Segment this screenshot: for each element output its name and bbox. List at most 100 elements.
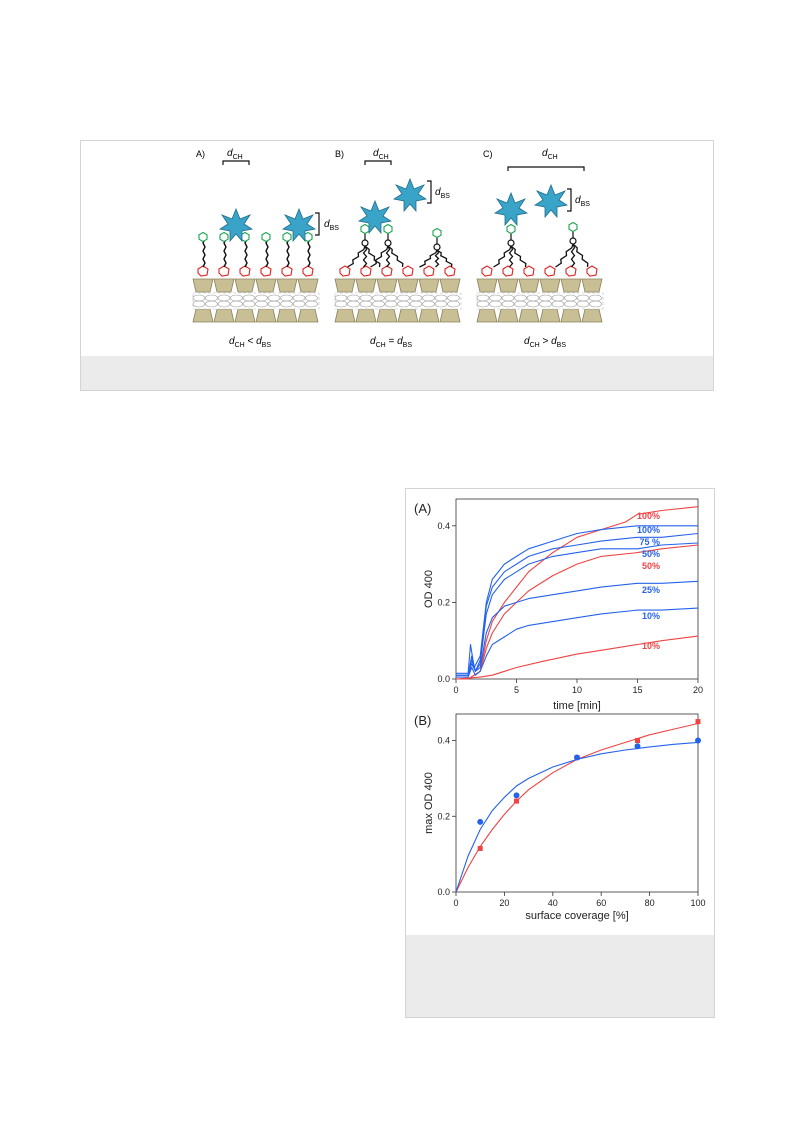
dendron-arm — [493, 245, 512, 268]
lipid-ring — [334, 300, 348, 308]
panel-c-letter: C) — [483, 149, 493, 159]
lipid-ring — [489, 300, 502, 308]
dendron-arm — [555, 243, 574, 268]
chart-a-xtick-label: 5 — [514, 685, 519, 695]
scheme-illustration — [192, 160, 604, 323]
panel-c-side-dimension: dBS — [575, 195, 590, 208]
chart-b-point-circle — [574, 754, 580, 761]
chart-a-xlabel: time [min] — [553, 700, 601, 712]
dendron-arm — [347, 245, 366, 268]
chart-a-series-label: 50% — [642, 561, 660, 571]
scheme-panel-b — [334, 265, 462, 323]
dimension-bracket-side — [315, 212, 320, 236]
chart-b-xtick-label: 100 — [690, 898, 705, 908]
dendron-arm — [364, 245, 381, 268]
chart-a-ylabel: OD 400 — [423, 570, 435, 608]
scheme-figure: A) dCH dBS dCH < dBS B) dCH dBS dCH = dB… — [80, 140, 714, 391]
chart-b-xtick-label: 0 — [453, 898, 458, 908]
lipid-ring — [576, 300, 590, 308]
scheme-panel-c — [476, 265, 604, 323]
panel-a-side-dimension: dBS — [324, 219, 339, 232]
chart-b-point-circle — [634, 743, 641, 750]
dendron-arm — [510, 245, 527, 268]
lipid-ring — [551, 300, 565, 308]
lipid-ring — [539, 300, 552, 308]
dendron-arm — [370, 245, 389, 268]
chart-a-xtick-label: 0 — [453, 685, 458, 695]
dendron-arm — [385, 245, 391, 268]
chart-a-series-line-7 — [455, 635, 699, 680]
lipid-ring — [347, 300, 360, 308]
linker-chain — [307, 238, 311, 268]
chart-a-series-label: 75 % — [639, 537, 660, 547]
lipid-ring — [397, 300, 410, 308]
lipid-ring — [280, 300, 293, 308]
dendron-arm — [434, 249, 440, 268]
lipid-ring — [217, 300, 231, 308]
dimension-bracket-top — [364, 160, 392, 165]
chart-b-point-square — [635, 738, 640, 744]
lipid-ring — [384, 300, 398, 308]
panel-c-top-dimension: dCH — [542, 148, 558, 161]
panel-b-top-dimension: dCH — [373, 148, 389, 161]
chart-a-ytick-label: 0.4 — [437, 521, 450, 531]
chart-b-xtick-label: 60 — [596, 898, 606, 908]
chart-a-ytick-label: 0.2 — [437, 597, 450, 607]
chart-a-xtick-label: 15 — [632, 685, 642, 695]
membrane-layer — [334, 292, 462, 310]
lipid-ring — [526, 300, 540, 308]
linker-chain — [286, 238, 290, 268]
lipid-ring — [589, 300, 602, 308]
chart-a-series-label: 50% — [642, 549, 660, 559]
chart-a-series-label: 100% — [637, 525, 660, 535]
lipid-ring — [409, 300, 423, 308]
chart-a-panel-label: (A) — [414, 501, 431, 516]
chart-b-ylabel: max OD 400 — [423, 772, 435, 834]
chart-a-ytick-label: 0.0 — [437, 674, 450, 684]
dendron-arm — [508, 245, 514, 268]
panel-b-letter: B) — [335, 149, 344, 159]
lipid-ring — [192, 300, 206, 308]
chart-b-ytick-label: 0.2 — [437, 811, 450, 821]
chart-a-series-label: 10% — [642, 641, 660, 651]
chart-b-point-circle — [695, 737, 701, 744]
lipid-ring — [372, 300, 385, 308]
chart-b-point-circle — [513, 792, 520, 799]
chart-b-xtick-label: 40 — [548, 898, 558, 908]
lipid-ring — [255, 300, 268, 308]
lipid-ring — [501, 300, 515, 308]
dimension-bracket-top — [222, 160, 250, 165]
lipid-ring — [447, 300, 460, 308]
dendron-arm — [570, 243, 576, 268]
chart-b-point-circle — [477, 818, 484, 825]
dendron-arm — [572, 243, 589, 268]
lipid-ring — [359, 300, 373, 308]
chart-b-ytick-label: 0.4 — [437, 736, 450, 746]
linker-chain — [265, 238, 269, 268]
panel-a-letter: A) — [196, 149, 205, 159]
lipid-ring — [242, 300, 256, 308]
lipid-ring — [205, 300, 218, 308]
membrane-layer — [192, 292, 320, 310]
chart-b-fit-line-0 — [455, 722, 699, 893]
chart-a-series-line-3 — [456, 542, 699, 676]
linker-chain — [223, 238, 227, 268]
lipid-ring — [564, 300, 577, 308]
panel-b-caption: dCH = dBS — [370, 336, 412, 349]
panel-c-caption: dCH > dBS — [524, 336, 566, 349]
dendron-arm — [387, 245, 404, 268]
lipid-ring — [305, 300, 318, 308]
panel-b-side-dimension: dBS — [435, 187, 450, 200]
chart-b-point-square — [477, 845, 483, 851]
panel-a-top-dimension: dCH — [227, 148, 243, 161]
chart-a-xtick-label: 10 — [572, 685, 582, 695]
chart-b-xlabel: surface coverage [%] — [525, 910, 628, 922]
chart-b-plot-frame — [455, 713, 699, 893]
dimension-bracket-top — [507, 166, 585, 171]
chart-a-series-line-6 — [456, 607, 699, 678]
chart-a-series-label: 10% — [642, 611, 660, 621]
chart-a-series-line-0 — [456, 506, 699, 680]
chart-b-xtick-label: 80 — [645, 898, 655, 908]
